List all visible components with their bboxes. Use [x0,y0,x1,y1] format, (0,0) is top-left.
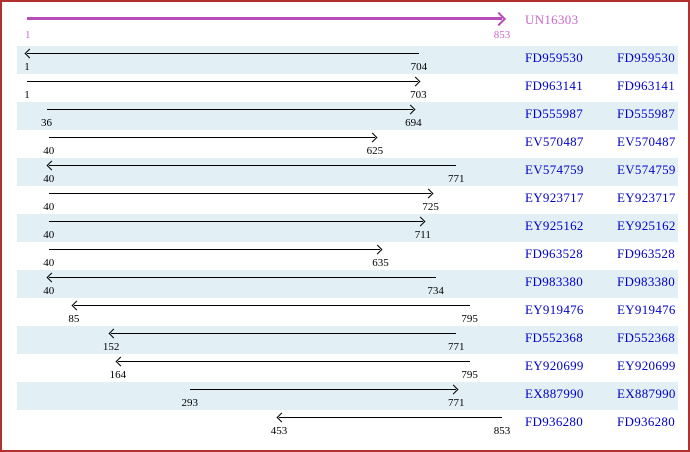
alignment-row: 40 635 FD963528 FD963528 [2,242,688,270]
match-end-coordinate: 725 [422,201,439,213]
accession-link[interactable]: EY920699 [525,358,584,373]
match-start-coordinate: 152 [102,341,120,353]
alignment-row: 36 694 FD555987 FD555987 [2,102,688,130]
match-end-coordinate: 635 [372,257,389,269]
match-start-coordinate: 85 [68,313,80,325]
alignment-rows: 1 704 FD959530 FD959530 1 703 FD963141 F… [2,46,688,438]
alignment-row: 453 853 FD936280 FD936280 [2,410,688,438]
match-arrow [71,300,470,311]
match-start-coordinate: 40 [43,257,55,269]
alignment-row: 152 771 FD552368 FD552368 [2,326,688,354]
match-arrow [108,328,457,339]
match-arrow [48,216,426,227]
reference-row: 1 853 UN16303 [2,2,688,46]
match-start-coordinate: 164 [109,369,127,381]
match-start-coordinate: 40 [43,201,55,213]
match-arrow [48,244,383,255]
accession-link-secondary[interactable]: FD555987 [617,106,676,121]
match-start-coordinate: 40 [43,173,55,185]
accession-link[interactable]: FD963528 [525,246,584,261]
accession-link-secondary[interactable]: FD959530 [617,50,676,65]
match-end-coordinate: 711 [414,229,431,241]
accession-link[interactable]: FD983380 [525,274,584,289]
match-end-coordinate: 734 [427,285,444,297]
accession-link-secondary[interactable]: EV574759 [617,162,676,177]
match-start-coordinate: 453 [270,425,288,437]
accession-link-secondary[interactable]: FD963528 [617,246,676,261]
match-start-coordinate: 293 [181,397,199,409]
match-end-coordinate: 704 [410,61,428,73]
accession-link-secondary[interactable]: EV570487 [617,134,676,149]
alignment-row: 1 703 FD963141 FD963141 [2,74,688,102]
match-arrow [24,48,419,59]
alignment-row: 164 795 EY920699 EY920699 [2,354,688,382]
reference-arrow [27,11,507,27]
accession-link[interactable]: FD555987 [525,106,584,121]
match-start-coordinate: 36 [41,117,52,129]
row-band [17,214,678,242]
alignment-row: 40 771 EV574759 EV574759 [2,158,688,186]
alignment-row: 40 734 FD983380 FD983380 [2,270,688,298]
accession-link[interactable]: EY919476 [525,302,584,317]
match-arrow [276,412,502,423]
accession-link-secondary[interactable]: EY920699 [617,358,676,373]
match-end-coordinate: 703 [410,89,427,101]
accession-link[interactable]: EV574759 [525,162,584,177]
match-end-coordinate: 694 [405,117,422,129]
row-band [17,326,678,354]
match-start-coordinate: 40 [43,229,55,241]
alignment-row: 293 771 EX887990 EX887990 [2,382,688,410]
arrowhead-right-icon [491,11,507,27]
match-end-coordinate: 771 [448,173,465,185]
match-arrow [46,160,457,171]
alignment-row: 40 711 EY925162 EY925162 [2,214,688,242]
accession-link[interactable]: FD936280 [525,414,584,429]
accession-link-secondary[interactable]: EY919476 [617,302,676,317]
match-arrow [27,76,421,87]
match-end-coordinate: 795 [461,313,478,325]
match-start-coordinate: 40 [43,145,55,157]
match-arrow [46,104,416,115]
match-end-coordinate: 771 [448,341,465,353]
accession-link[interactable]: EV570487 [525,134,584,149]
match-end-coordinate: 853 [493,425,511,437]
reference-start: 1 [25,29,31,41]
row-band [17,46,678,74]
row-band [17,158,678,186]
accession-link-secondary[interactable]: EX887990 [617,386,676,401]
accession-link-secondary[interactable]: FD936280 [617,414,676,429]
match-end-coordinate: 795 [461,369,478,381]
reference-name: UN16303 [525,12,579,27]
accession-link[interactable]: FD963141 [525,78,584,93]
match-start-coordinate: 1 [24,61,30,73]
accession-link[interactable]: EY925162 [525,218,584,233]
alignment-row: 40 625 EV570487 EV570487 [2,130,688,158]
reference-end: 853 [493,29,511,41]
match-start-coordinate: 1 [24,89,30,101]
match-end-coordinate: 771 [448,397,465,409]
accession-link[interactable]: EY923717 [525,190,584,205]
match-end-coordinate: 625 [366,145,384,157]
alignment-row: 85 795 EY919476 EY919476 [2,298,688,326]
accession-link-secondary[interactable]: FD552368 [617,330,676,345]
accession-link-secondary[interactable]: FD963141 [617,78,676,93]
row-band [17,270,678,298]
alignment-row: 1 704 FD959530 FD959530 [2,46,688,74]
accession-link[interactable]: FD552368 [525,330,584,345]
accession-link-secondary[interactable]: EY923717 [617,190,676,205]
accession-link[interactable]: FD959530 [525,50,584,65]
accession-link[interactable]: EX887990 [525,386,584,401]
match-arrow [115,356,470,367]
row-band [17,382,678,410]
match-arrow [48,132,378,143]
row-band [17,102,678,130]
match-arrow [189,384,459,395]
match-arrow [46,272,436,283]
accession-link-secondary[interactable]: EY925162 [617,218,676,233]
alignment-row: 40 725 EY923717 EY923717 [2,186,688,214]
accession-link-secondary[interactable]: FD983380 [617,274,676,289]
match-arrow [48,188,434,199]
match-start-coordinate: 40 [43,285,55,297]
